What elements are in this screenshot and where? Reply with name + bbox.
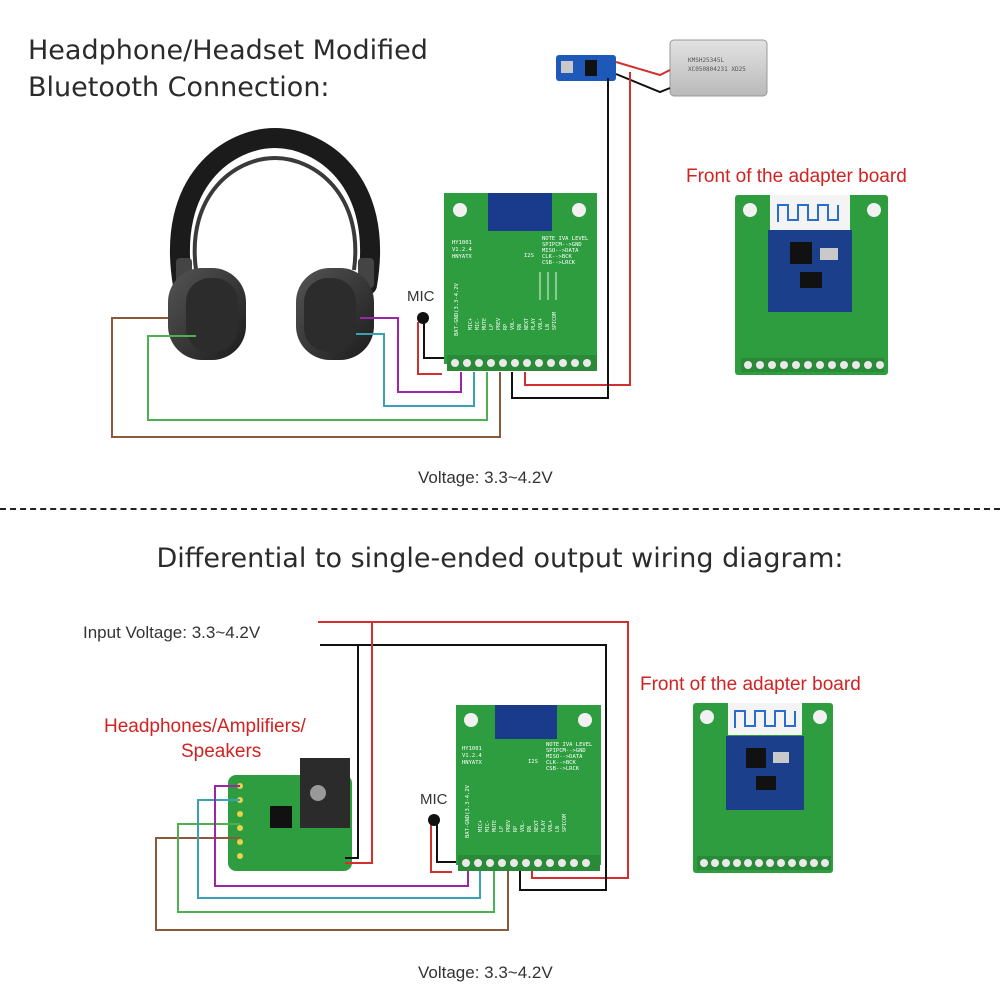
bottom-board-pin-label-8: RN <box>527 826 533 832</box>
battery-text-1: KMSH25345L <box>688 57 725 64</box>
board-model-text: HY1001 <box>452 240 472 246</box>
device-label-line2: Speakers <box>181 741 262 762</box>
board-pin-label-13: SPICOM <box>552 312 558 330</box>
board-pin-label-2: MIC- <box>475 318 481 330</box>
bottom-board-pin-label-11: VOL+ <box>548 820 554 832</box>
bottom-board-pin-label-9: NEXT <box>534 820 540 832</box>
board-right-pin-3: MISO-->DATA <box>542 248 579 254</box>
bottom-board-right-pin-3: MISO-->DATA <box>546 754 583 760</box>
top-adapter-front-board <box>735 195 888 375</box>
bottom-hy1001-board: HY1001 V1.2.4 HNYATX I2S NOTE IVA LEVEL … <box>456 705 601 871</box>
bottom-board-pin-label-5: PREV <box>506 820 512 832</box>
bottom-board-i2s-text: I2S <box>528 759 538 765</box>
battery-text-2: XC050804231 XD25 <box>688 66 746 73</box>
board-pin-label-12: LN <box>545 324 551 330</box>
input-voltage-label: Input Voltage: 3.3~4.2V <box>83 623 261 642</box>
bottom-mic-label: MIC <box>420 791 448 808</box>
bottom-board-pin-label-7: VOL- <box>520 820 526 832</box>
board-pin-label-6: RP <box>503 324 509 330</box>
bottom-wires <box>155 621 629 931</box>
bottom-board-pin-label-4: LP <box>499 826 505 832</box>
bottom-board-right-pin-1: NOTE IVA LEVEL <box>546 742 593 748</box>
audio-jack-board <box>228 758 352 871</box>
board-pin-label-8: RN <box>517 324 523 330</box>
section-divider <box>0 508 1000 510</box>
bottom-voltage-label: Voltage: 3.3~4.2V <box>418 963 553 982</box>
board-version-text: V1.2.4 <box>452 247 473 253</box>
bottom-board-pin-label-3: MUTE <box>492 820 498 832</box>
top-front-label: Front of the adapter board <box>686 166 907 187</box>
board-pin-label-11: VOL+ <box>538 318 544 330</box>
lipo-battery: KMSH25345L XC050804231 XD25 <box>669 39 768 97</box>
bottom-board-right-pin-2: SPIPCM-->GND <box>546 748 586 754</box>
top-section-title: Headphone/Headset Modified Bluetooth Con… <box>28 35 428 103</box>
bottom-board-brand-text: HNYATX <box>462 760 483 766</box>
bottom-board-side-label: BAT-GND(3.3-4.2V <box>465 784 471 838</box>
top-mic-capsule <box>417 312 429 324</box>
bottom-adapter-front-board <box>693 703 833 873</box>
bottom-board-version-text: V1.2.4 <box>462 753 483 759</box>
board-pin-label-7: VOL- <box>510 318 516 330</box>
headphones-image <box>168 127 381 360</box>
bottom-board-pin-label-1: MIC+ <box>478 820 484 832</box>
board-side-label: BAT-GND(3.3-4.2V <box>454 282 460 336</box>
board-right-pin-1: NOTE IVA LEVEL <box>542 236 589 242</box>
top-hy1001-board: HY1001 V1.2.4 HNYATX I2S NOTE IVA LEVEL … <box>444 193 597 371</box>
device-label-line1: Headphones/Amplifiers/ <box>104 716 306 737</box>
board-pin-label-10: PLAY <box>531 318 537 330</box>
charging-module <box>556 55 616 81</box>
bottom-board-pin-label-13: SPICOM <box>562 814 568 832</box>
top-mic-label: MIC <box>407 288 435 305</box>
top-voltage-label: Voltage: 3.3~4.2V <box>418 468 553 487</box>
board-right-pin-4: CLK-->BCK <box>542 254 572 260</box>
board-brand-text: HNYATX <box>452 254 473 260</box>
bottom-mic-capsule <box>428 814 440 826</box>
bottom-board-right-pin-4: CLK-->BCK <box>546 760 576 766</box>
board-pin-label-5: PREV <box>496 318 502 330</box>
board-pin-label-1: MIC+ <box>468 318 474 330</box>
bottom-front-label: Front of the adapter board <box>640 674 861 695</box>
board-right-pin-2: SPIPCM-->GND <box>542 242 582 248</box>
board-i2s-text: I2S <box>524 253 534 259</box>
bottom-board-pin-label-10: PLAY <box>541 820 547 832</box>
bottom-board-model-text: HY1001 <box>462 746 482 752</box>
bottom-board-pin-label-6: RP <box>513 826 519 832</box>
board-pin-label-4: LP <box>489 324 495 330</box>
bottom-board-right-pin-5: CSB-->LRCK <box>546 766 580 772</box>
board-pin-label-3: MUTE <box>482 318 488 330</box>
bottom-board-pin-label-2: MIC- <box>485 820 491 832</box>
bottom-section-title: Differential to single-ended output wiri… <box>156 543 844 574</box>
board-pin-label-9: NEXT <box>524 318 530 330</box>
bottom-board-pin-label-12: LN <box>555 826 561 832</box>
board-right-pin-5: CSB-->LRCK <box>542 260 576 266</box>
